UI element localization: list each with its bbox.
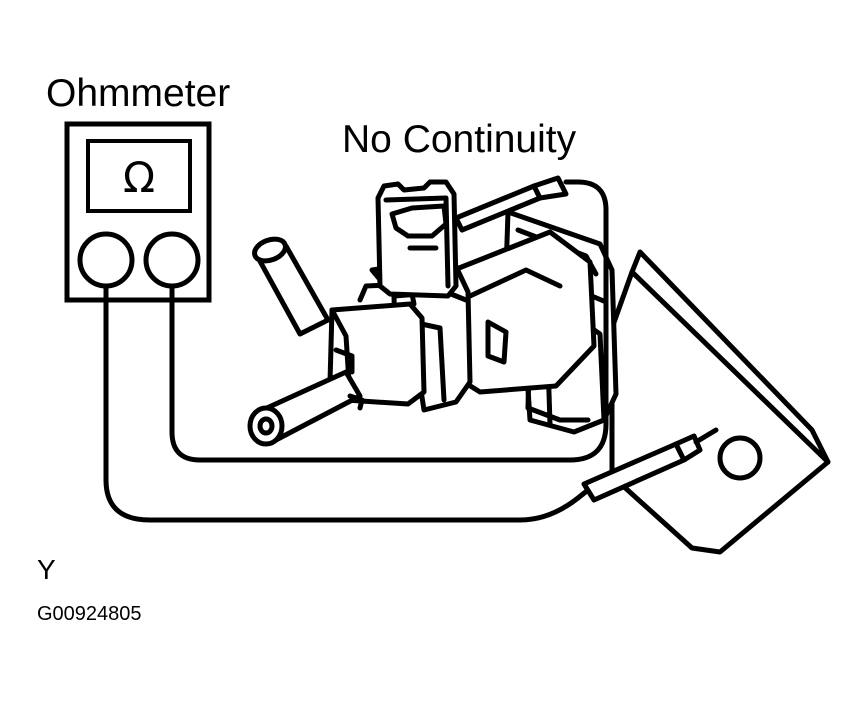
vsv-rear-cylinder	[445, 229, 597, 395]
vsv-inlet-pipe	[252, 236, 331, 337]
test-lead-body	[103, 283, 591, 523]
vsv-outlet-pipe	[247, 347, 365, 447]
test-probe-connector	[453, 175, 569, 233]
test-probe-body	[581, 427, 719, 503]
ohmmeter: Ω	[64, 121, 212, 303]
vsv-connector	[375, 179, 459, 299]
continuity-status-label: No Continuity	[342, 118, 577, 161]
test-lead-connector	[169, 179, 609, 463]
ohm-symbol: Ω	[123, 153, 155, 202]
view-letter-label: Y	[37, 554, 56, 585]
mounting-bracket	[609, 249, 831, 555]
figure-code-label: G00924805	[37, 603, 142, 625]
ohmmeter-label: Ohmmeter	[46, 72, 231, 115]
bracket-bolt-hole	[717, 435, 763, 481]
ohmmeter-terminal-left	[77, 231, 135, 289]
ohmmeter-terminal-right	[143, 231, 201, 289]
ohmmeter-display	[86, 139, 192, 213]
